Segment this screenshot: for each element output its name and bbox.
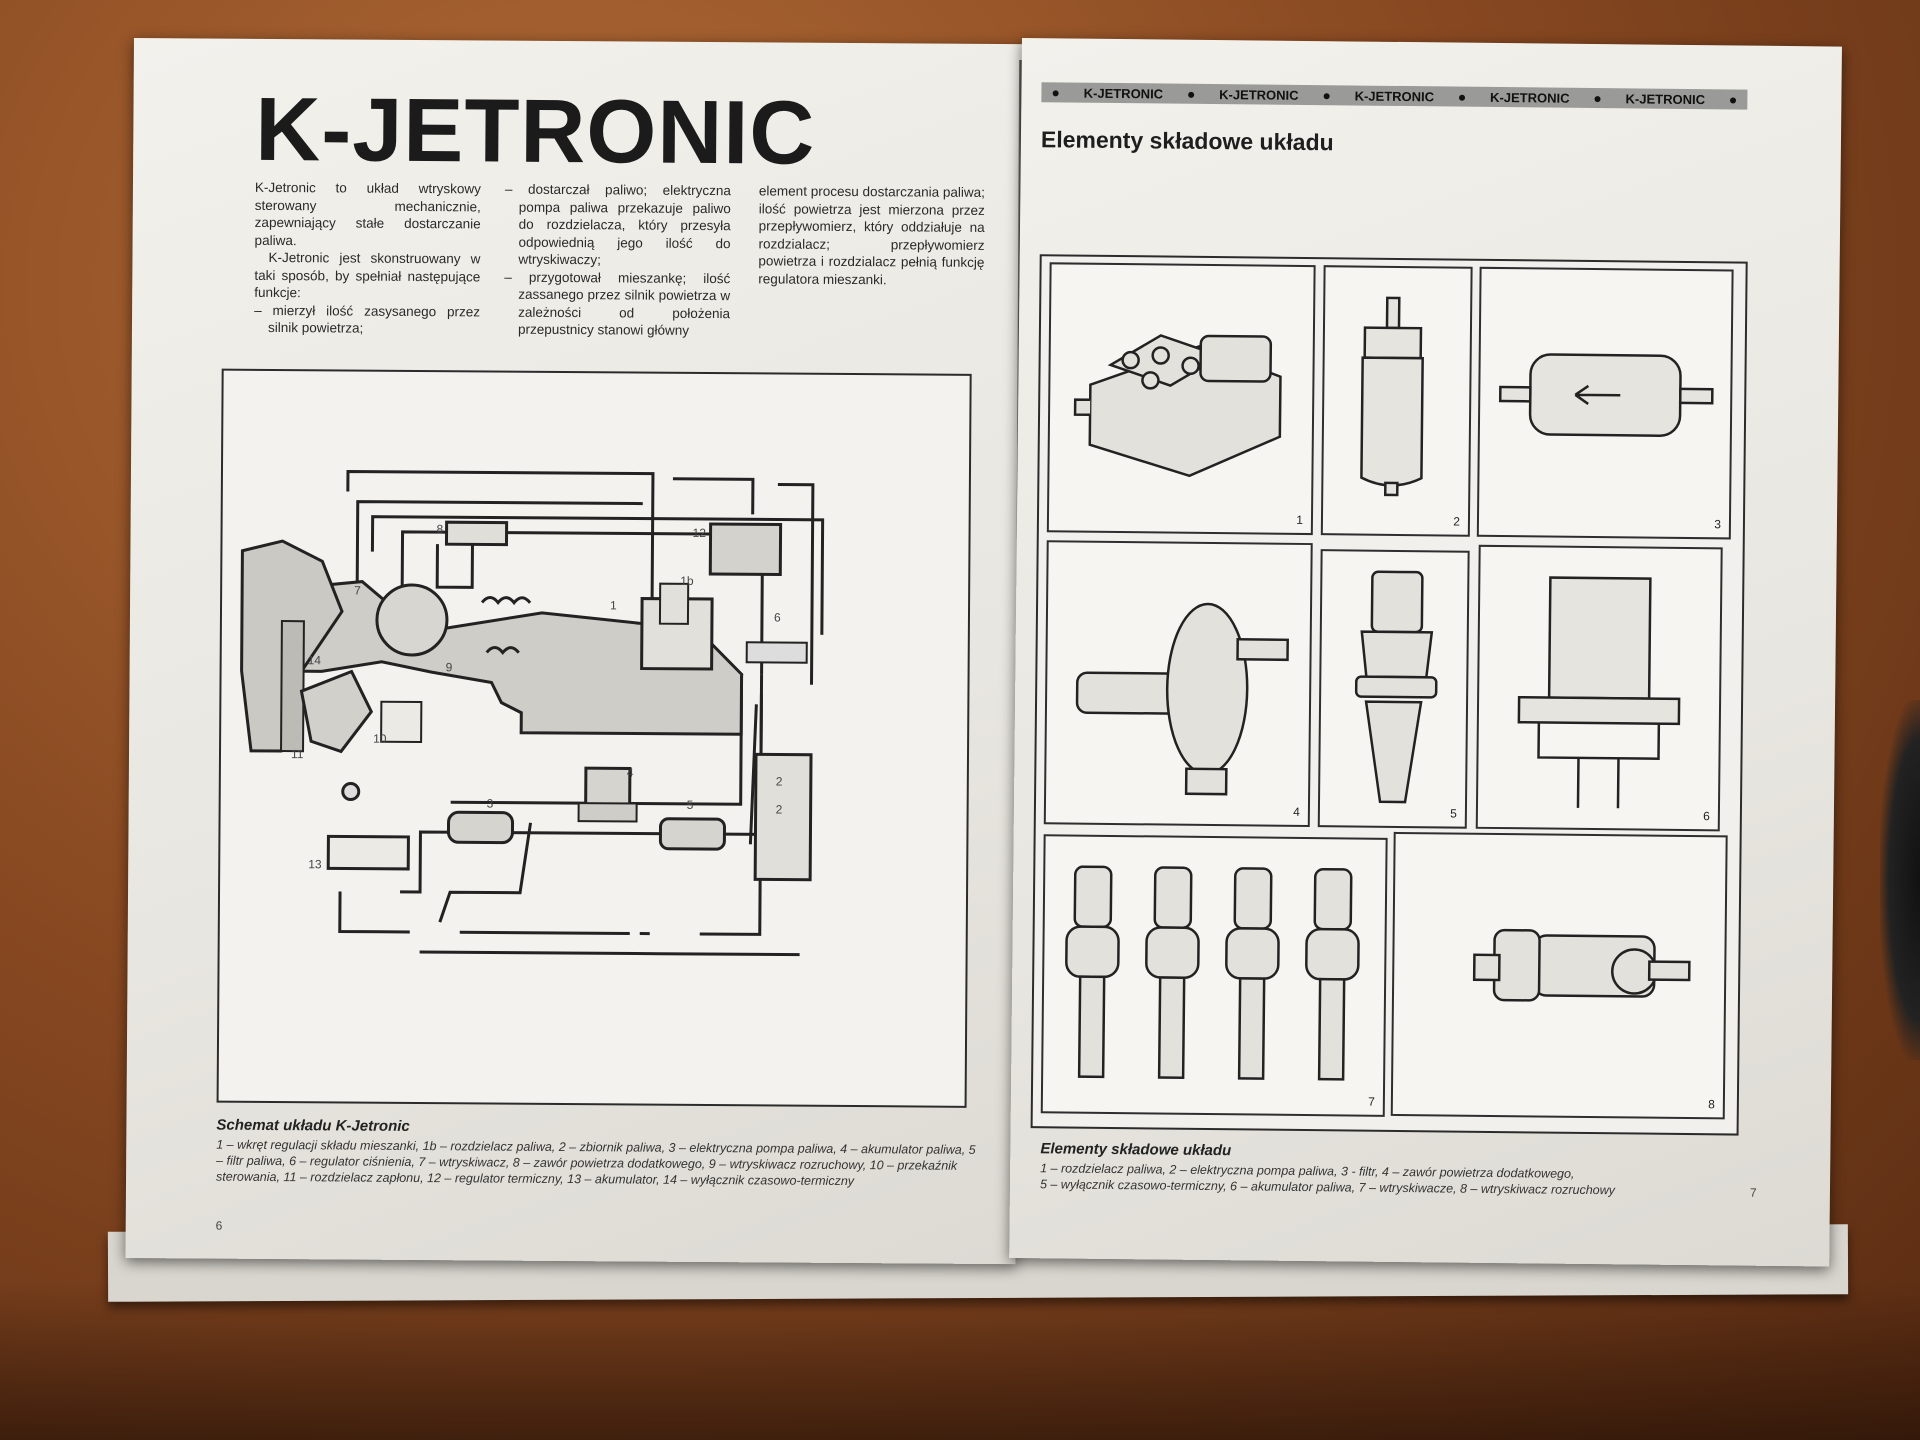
page-number: 6 (215, 1218, 223, 1233)
system-schematic: 8 12 1b 7 1 6 14 9 10 11 4 3 5 2 2 13 (216, 368, 972, 1108)
list-item: – dostarczał paliwo; elektryczna pompa p… (504, 181, 732, 268)
runner-item: K-JETRONIC (1625, 90, 1706, 107)
callout-label: 1b (680, 573, 694, 588)
cell-number: 7 (1368, 1094, 1375, 1109)
paragraph: K-Jetronic to układ wtryskowy sterowany … (254, 179, 482, 248)
component-cell: 3 (1476, 266, 1734, 540)
callout-label: 13 (308, 857, 322, 872)
component-cell: 8 (1390, 831, 1728, 1120)
thermo-time-switch-drawing (1354, 570, 1438, 804)
callout-label: 2 (775, 774, 783, 789)
bullet-icon: ● (1322, 87, 1331, 104)
list-item: – przygotował mieszankę; ilość zassanego… (504, 269, 731, 338)
page-title: K-JETRONIC (255, 79, 816, 184)
page-number: 7 (1749, 1185, 1757, 1200)
component-cell: 7 (1040, 834, 1388, 1117)
cold-start-valve-drawing (1472, 928, 1691, 1002)
bullet-icon: ● (1457, 88, 1467, 105)
callout-label: 5 (686, 797, 694, 812)
components-figure: 1 2 3 (1030, 254, 1748, 1136)
callout-label: 3 (486, 796, 494, 811)
figure-caption-text: 1 – rozdzielacz paliwa, 2 – elektryczna … (1040, 1160, 1740, 1199)
callout-label: 12 (692, 525, 706, 541)
cell-number: 3 (1714, 517, 1722, 532)
paragraph: element procesu dostarczania paliwa; ilo… (758, 183, 985, 287)
component-cell: 4 (1043, 540, 1313, 828)
fuel-accumulator-drawing (1517, 576, 1681, 809)
component-cell: 5 (1317, 549, 1470, 829)
component-cell: 2 (1320, 265, 1473, 537)
text-column-2: – dostarczał paliwo; elektryczna pompa p… (504, 181, 731, 340)
fuel-distributor-drawing (1073, 334, 1282, 478)
bullet-icon: ● (1728, 91, 1738, 108)
fuel-filter-drawing (1498, 353, 1714, 437)
callout-label: 14 (307, 653, 322, 668)
runner-item: K-JETRONIC (1219, 86, 1299, 103)
fuel-pump-drawing (1360, 296, 1424, 497)
callout-label: 9 (445, 660, 453, 675)
injectors-drawing (1065, 865, 1360, 1081)
bullet-icon: ● (1051, 84, 1060, 101)
figure-caption-title: Schemat układu K-Jetronic (216, 1116, 410, 1135)
section-title: Elementy składowe układu (1040, 126, 1334, 156)
runner-item: K-JETRONIC (1490, 89, 1570, 106)
callout-label: 6 (773, 610, 781, 625)
desk-shadow (0, 1280, 1920, 1440)
paragraph: K-Jetronic jest skonstruowany w taki spo… (254, 249, 481, 301)
figure-caption-title: Elementy składowe układu (1040, 1140, 1232, 1160)
aux-air-valve-drawing (1075, 602, 1289, 796)
figure-caption-text: 1 – wkręt regulacji składu mieszanki, 1b… (216, 1137, 976, 1189)
text-column-3: element procesu dostarczania paliwa; ilo… (758, 182, 985, 289)
callout-label: 11 (290, 747, 304, 762)
left-page: K-JETRONIC K-Jetronic to układ wtryskowy… (125, 38, 1024, 1265)
callout-label: 10 (373, 731, 387, 746)
running-header: ● K-JETRONIC ● K-JETRONIC ● K-JETRONIC ●… (1041, 82, 1748, 110)
component-cell: 1 (1046, 262, 1316, 536)
component-cell: 6 (1475, 544, 1723, 832)
text-column-1: K-Jetronic to układ wtryskowy sterowany … (254, 179, 481, 338)
schematic-drawing (240, 469, 825, 957)
cell-number: 8 (1708, 1097, 1715, 1112)
cell-number: 2 (1453, 514, 1461, 529)
callout-label: 4 (626, 765, 634, 780)
cell-number: 5 (1450, 806, 1457, 821)
cell-number: 4 (1293, 804, 1300, 819)
bullet-icon: ● (1593, 89, 1602, 107)
cell-number: 6 (1703, 809, 1710, 824)
bullet-icon: ● (1186, 85, 1196, 102)
callout-label: 7 (354, 583, 361, 598)
right-page: ● K-JETRONIC ● K-JETRONIC ● K-JETRONIC ●… (1009, 38, 1842, 1267)
cell-number: 1 (1296, 512, 1304, 527)
runner-item: K-JETRONIC (1083, 85, 1164, 101)
dark-object-edge (1880, 700, 1920, 1060)
callout-label: 8 (436, 522, 444, 537)
callout-label: 2 (775, 802, 783, 817)
list-item: – mierzył ilość zasysanego przez silnik … (254, 302, 481, 336)
callout-label: 1 (610, 598, 617, 613)
runner-item: K-JETRONIC (1354, 87, 1435, 104)
